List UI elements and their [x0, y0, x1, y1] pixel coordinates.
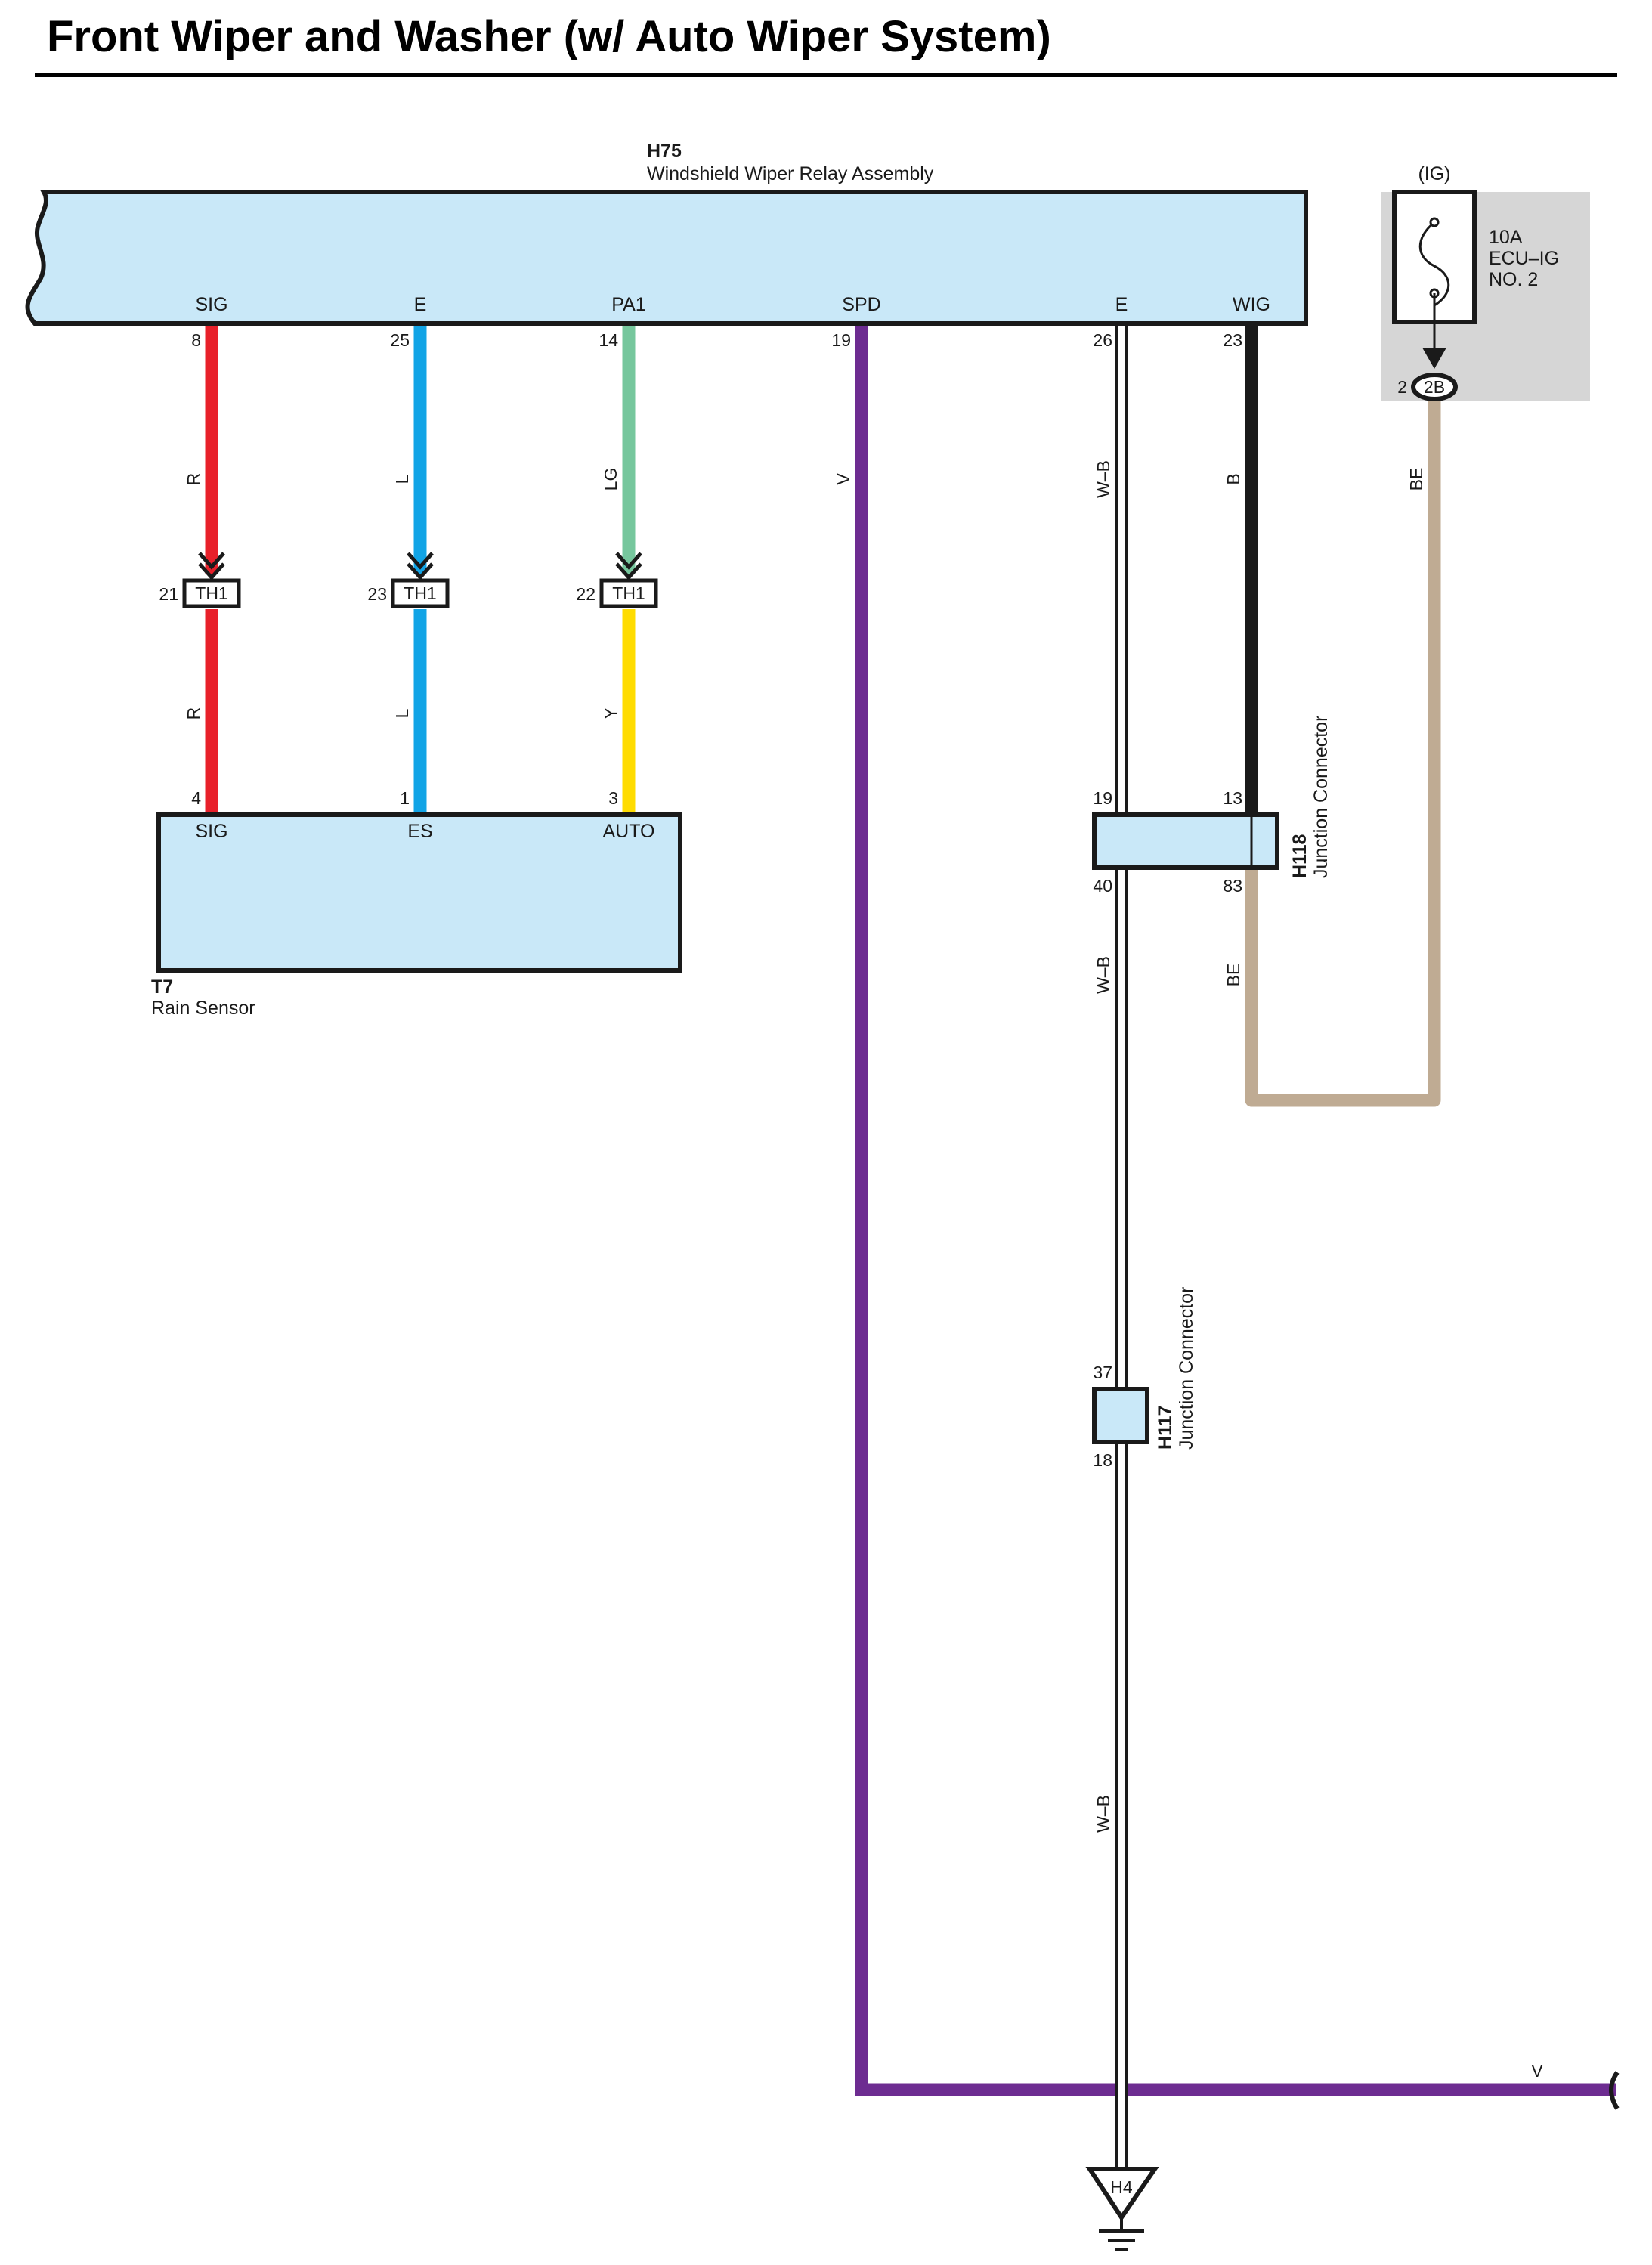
wire-code-wig: B [1224, 473, 1243, 484]
fuse-connector-2b [1411, 373, 1458, 401]
wire-code-spd: V [834, 473, 853, 485]
fuse-element-icon [1418, 221, 1450, 307]
wire-code-pa1-lower: Y [601, 707, 620, 719]
h117-pin-bottom: 18 [1093, 1450, 1112, 1470]
h117-junction-connector [1092, 1387, 1149, 1444]
h117-pin-top: 37 [1093, 1363, 1112, 1382]
wire-code-h118-out: BE [1224, 964, 1243, 987]
h118-junction-connector [1092, 812, 1279, 870]
th1-connector-sig [182, 552, 241, 608]
fuse-group-label: (IG) [1418, 163, 1450, 184]
rain-sensor-terminal-auto: AUTO [603, 821, 655, 842]
wire-be [1245, 394, 1441, 1107]
th1-pin-e: 23 [367, 584, 387, 604]
th1-connector-e [391, 552, 450, 608]
wire-code-pa1-upper: LG [601, 468, 620, 491]
relay-name: Windshield Wiper Relay Assembly [647, 163, 934, 184]
rain-sensor-pin-auto: 3 [608, 788, 618, 808]
th1-pin-auto: 22 [576, 584, 596, 604]
chevron-down-icon [615, 552, 642, 580]
th1-label-e: TH1 [404, 583, 436, 603]
h118-pin-bottom-left: 40 [1093, 876, 1112, 896]
rain-sensor-code: T7 [151, 976, 173, 998]
wire-code-spd-right: V [1531, 2061, 1543, 2081]
relay-pin-wig: 23 [1223, 330, 1242, 350]
rain-sensor-terminal-es: ES [407, 821, 432, 842]
h117-code: H117 [1155, 1406, 1176, 1450]
rain-sensor-pin-sig: 4 [191, 788, 201, 808]
relay-terminal-e1: E [414, 294, 427, 315]
rain-sensor-body [156, 812, 682, 973]
fuse-rating: 10A [1489, 227, 1523, 248]
wire-code-ground-2: W–B [1094, 956, 1113, 994]
page-title: Front Wiper and Washer (w/ Auto Wiper Sy… [47, 12, 1051, 61]
h118-name: Junction Connector [1310, 716, 1332, 878]
ground-code: H4 [1110, 2177, 1133, 2197]
relay-pin-e1: 25 [390, 330, 410, 350]
relay-pin-e2: 26 [1093, 330, 1112, 350]
wire-code-sig-upper: R [184, 473, 203, 486]
fuse-terminal-top [1429, 217, 1440, 227]
fuse-connector-label: 2B [1424, 377, 1445, 397]
ground-point-icon [1085, 2167, 1159, 2222]
relay-code: H75 [647, 141, 682, 162]
h118-pin-bottom-right: 83 [1223, 876, 1242, 896]
wire-code-sig-lower: R [184, 707, 203, 720]
wire-code-ground-1: W–B [1094, 460, 1113, 498]
relay-terminal-pa1: PA1 [611, 294, 645, 315]
chevron-down-icon [198, 552, 225, 580]
relay-terminal-spd: SPD [842, 294, 880, 315]
rain-sensor-pin-es: 1 [400, 788, 410, 808]
fuse-connector-arrow-icon [1422, 348, 1446, 369]
relay-pin-pa1: 14 [599, 330, 618, 350]
h118-pin-top-left: 19 [1093, 788, 1112, 808]
h118-pin-top-right: 13 [1223, 788, 1242, 808]
relay-pin-spd: 19 [831, 330, 851, 350]
relay-pin-sig: 8 [191, 330, 201, 350]
h117-name: Junction Connector [1176, 1287, 1197, 1450]
rain-sensor-terminal-sig: SIG [195, 821, 227, 842]
th1-label-auto: TH1 [612, 583, 645, 603]
wire-code-fuse-out: BE [1406, 468, 1426, 491]
fuse-name-line1: ECU–IG [1489, 248, 1559, 269]
relay-terminal-sig: SIG [195, 294, 227, 315]
title-underline [35, 73, 1617, 77]
relay-assembly-body [25, 190, 1308, 326]
chevron-down-icon [407, 552, 434, 580]
wire-code-e-lower: L [392, 708, 412, 718]
relay-terminal-wig: WIG [1233, 294, 1270, 315]
relay-terminal-e2: E [1115, 294, 1128, 315]
th1-pin-sig: 21 [159, 584, 178, 604]
th1-connector-auto [599, 552, 658, 608]
th1-label-sig: TH1 [195, 583, 227, 603]
wire-code-e-upper: L [392, 474, 412, 484]
fuse-pin: 2 [1397, 377, 1407, 397]
h118-code: H118 [1289, 834, 1310, 878]
fuse-name-line2: NO. 2 [1489, 269, 1538, 290]
wire-spd [855, 323, 1616, 2096]
wire-code-ground-3: W–B [1094, 1795, 1113, 1833]
rain-sensor-name: Rain Sensor [151, 998, 255, 1019]
wire-break-mark [1609, 2071, 1620, 2110]
